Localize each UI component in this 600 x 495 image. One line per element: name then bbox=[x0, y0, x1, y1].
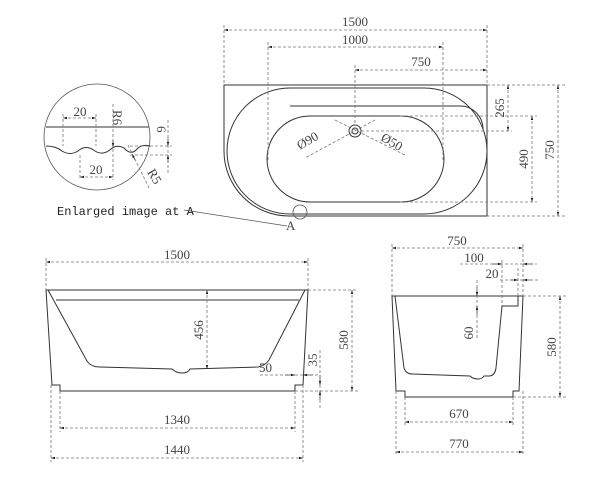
diameter-leader bbox=[334, 119, 406, 156]
front-height-label: 580 bbox=[336, 330, 351, 350]
front-view: 1500 456 580 50 35 1340 1440 bbox=[45, 247, 358, 462]
top-rim-outer bbox=[226, 87, 488, 215]
side-view: 750 100 20 60 580 670 770 bbox=[391, 233, 566, 456]
side-rim-lip-label: 20 bbox=[486, 266, 499, 281]
top-rim-inner bbox=[290, 105, 484, 130]
front-base-offset-label: 50 bbox=[259, 360, 272, 375]
side-height-label: 580 bbox=[544, 337, 559, 357]
top-width-label: 750 bbox=[542, 140, 557, 160]
drain-inner bbox=[351, 127, 359, 135]
side-bottom-width-label: 770 bbox=[449, 436, 469, 451]
front-bowl bbox=[47, 289, 306, 374]
top-length-label: 1500 bbox=[342, 14, 368, 29]
detail-a-marker bbox=[292, 204, 308, 220]
front-outline bbox=[45, 289, 309, 392]
drain-edge-label: 265 bbox=[492, 98, 507, 118]
front-bottom-length-label: 1440 bbox=[164, 442, 190, 457]
top-bowl bbox=[266, 115, 445, 203]
side-rim-width-label: 100 bbox=[464, 250, 484, 265]
front-length-label: 1500 bbox=[164, 247, 190, 262]
detail-r5-label: R5 bbox=[144, 166, 165, 187]
detail-a: 20 20 R6 R5 6 Enlarged image at A bbox=[43, 83, 288, 227]
side-outline bbox=[391, 295, 524, 398]
detail-depth-label: 6 bbox=[154, 126, 169, 133]
radius-leader bbox=[127, 144, 151, 191]
side-width-label: 750 bbox=[447, 233, 467, 248]
detail-a-label: A bbox=[286, 218, 296, 233]
detail-caption: Enlarged image at A bbox=[57, 205, 195, 219]
detail-wave bbox=[45, 144, 151, 154]
detail-pitch-bottom-label: 20 bbox=[90, 162, 103, 177]
side-rim-drop-label: 60 bbox=[461, 327, 476, 340]
drain-diameter-label: Ø90 bbox=[294, 128, 321, 152]
detail-leader bbox=[183, 209, 288, 227]
top-drain-offset-label: 750 bbox=[411, 54, 431, 69]
side-bowl bbox=[394, 295, 519, 380]
front-depth-label: 456 bbox=[191, 320, 206, 340]
top-inner-length-label: 1000 bbox=[342, 32, 368, 47]
side-base-width-label: 670 bbox=[449, 406, 469, 421]
diameter-leader bbox=[304, 119, 376, 159]
detail-r6-label: R6 bbox=[110, 110, 125, 126]
overflow-diameter-label: Ø50 bbox=[379, 130, 406, 154]
top-outline bbox=[223, 84, 488, 217]
top-view: Ø90 Ø50 1500 1000 750 265 490 750 A bbox=[223, 14, 565, 233]
front-base-height-label: 35 bbox=[305, 354, 320, 367]
inner-width-label: 490 bbox=[516, 149, 531, 169]
detail-circle bbox=[43, 83, 151, 191]
detail-pitch-top-label: 20 bbox=[74, 104, 87, 119]
front-base-length-label: 1340 bbox=[164, 412, 190, 427]
